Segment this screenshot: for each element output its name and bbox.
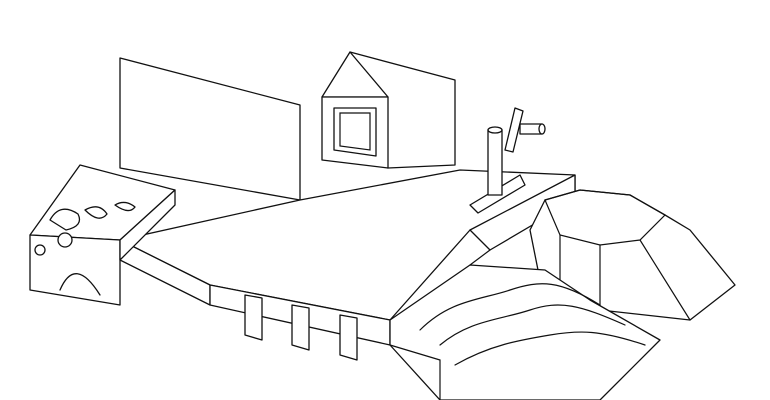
fluted-wall xyxy=(119,57,301,201)
wavy-stairs xyxy=(389,249,661,400)
perforated-block xyxy=(29,164,176,306)
octagonal-prism xyxy=(529,189,736,321)
frame-box xyxy=(321,51,456,169)
post-sculpture xyxy=(469,107,546,214)
main-platform xyxy=(119,169,576,361)
